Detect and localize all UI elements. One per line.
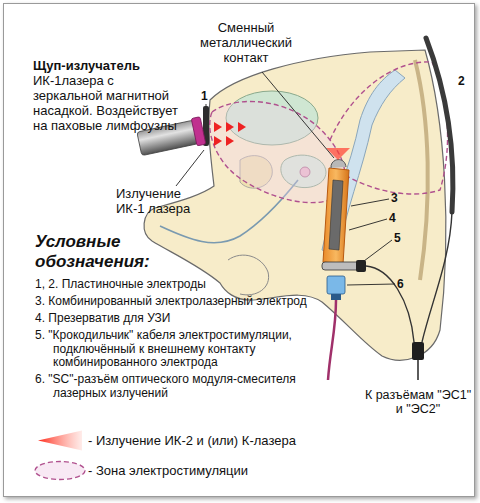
drawing-part (226, 136, 234, 146)
optical-fibre (328, 300, 336, 380)
callout-number: 1 (201, 89, 208, 103)
drawing-part (176, 150, 204, 186)
drawing-part (347, 284, 395, 285)
list-item: 3. Комбинированный электролазерный элект… (35, 295, 341, 309)
drawing-part (329, 180, 343, 250)
callout-number: 2 (458, 74, 465, 88)
legend-swatch (35, 462, 85, 480)
drawing-part (262, 72, 334, 158)
drawing-part (214, 122, 222, 132)
connector-label: К разъёмам "ЭС1" и "ЭС2" (362, 388, 474, 416)
drawing-part (226, 122, 234, 132)
wire (417, 360, 419, 380)
legend-heading: Условные обозначения: (35, 232, 210, 272)
drawing-part (214, 136, 222, 146)
list-item: 1, 2. Пластиночные электроды (35, 278, 341, 292)
callout-number: 6 (397, 277, 404, 291)
list-item: 5. "Крокодильчик" кабеля электростимуляц… (35, 329, 341, 370)
callout-number: 3 (391, 191, 398, 205)
drawing-part (323, 168, 349, 264)
stimulation-zone (210, 101, 345, 202)
drawing-part (327, 276, 345, 294)
drawing-part (364, 240, 392, 261)
combined-electrode (323, 148, 350, 264)
sacrum (415, 60, 428, 280)
probe-title: Щуп-излучатель (33, 58, 185, 73)
scrotum (228, 255, 269, 295)
probe-description: ИК-1лазера с зеркальной магнитной насадк… (33, 73, 185, 133)
plate-electrode (426, 38, 453, 212)
legend-text: - Излучение ИК-2 и (или) К-лазера (88, 433, 296, 448)
drawing-part (349, 219, 387, 230)
wire-connector (412, 342, 424, 360)
legend-text: - Зона электростимуляции (88, 463, 248, 478)
drawing-part (356, 260, 366, 272)
list-item: 4. Презерватив для УЗИ (35, 312, 341, 326)
list-item: 6. "SC"-разъём оптического модуля-смесит… (35, 373, 341, 400)
callout-number: 4 (389, 211, 396, 225)
drawing-part (326, 148, 350, 160)
drawing-part (351, 199, 389, 206)
crocodile-clip (322, 260, 366, 272)
legend-swatch (38, 431, 82, 451)
leader-line (176, 72, 395, 285)
callout-number: 5 (394, 231, 401, 245)
wire (422, 212, 452, 342)
drawing-part (331, 160, 346, 168)
drawing-part (191, 117, 206, 146)
drawing-part (331, 294, 341, 300)
laser-emission (214, 122, 246, 146)
part-label: Сменный металлический контакт (193, 20, 299, 65)
drawing-part (238, 122, 246, 132)
rectum (322, 70, 405, 255)
drawing-part (206, 104, 207, 106)
sc-connector (327, 276, 345, 300)
wire (366, 266, 414, 342)
emission-label: Излучение ИК-1 лазера (116, 186, 212, 216)
